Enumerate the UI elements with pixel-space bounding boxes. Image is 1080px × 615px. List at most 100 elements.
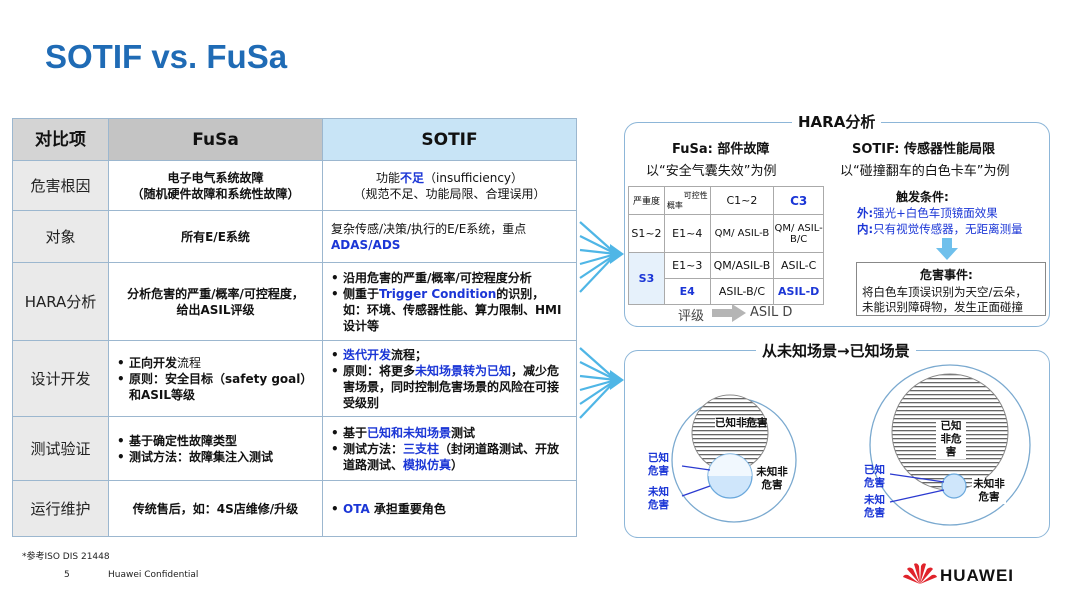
fusa-text: （随机硬件故障和系统性故障） [131,186,300,201]
right-unknown-nonhazard: 未知非危害 [972,478,1006,504]
fusa-text: 电子电气系统故障 [167,170,264,185]
table-row: 测试验证 基于确定性故障类型 测试方法：故障集注入测试 基于已知和未知场景测试 … [12,416,577,481]
right-known-nonhazard: 已知非危害 [936,420,966,459]
row-label: 对象 [12,210,109,263]
grid-cell: C3 [773,186,824,215]
sotif-text: （规范不足、功能局限、合理误用） [353,186,546,201]
hara-title: HARA分析 [792,111,882,132]
sotif-bullet: 沿用危害的严重/概率/可控程度分析 [331,270,568,286]
down-arrow-icon [936,238,958,260]
page-title: SOTIF vs. FuSa [45,38,288,75]
header-fusa: FuSa [108,118,323,161]
grid-cell: ASIL-C [773,252,824,279]
fusa-cell: 基于确定性故障类型 测试方法：故障集注入测试 [108,416,323,481]
sotif-bullet: 测试方法：三支柱（封闭道路测试、开放道路测试、模拟仿真） [331,441,568,473]
left-unknown-hazard: 未知危害 [648,486,669,511]
hazard-text: 未能识别障碍物，发生正面碰撞 [862,300,1023,314]
grid-cell: QM/ASIL-B [709,252,775,279]
hazard-title: 危害事件: [920,268,973,282]
trigger-title: 触发条件: [896,190,949,204]
header-sotif: SOTIF [322,118,577,161]
sotif-emphasis: ADAS/ADS [331,237,401,252]
grid-cell: C1~2 [709,186,775,215]
sotif-cell: 复杂传感/决策/执行的E/E系统，重点 ADAS/ADS [322,210,577,263]
fusa-text: 分析危害的严重/概率/可控程度， [127,286,304,301]
table-row: 设计开发 正向开发流程 原则：安全目标（safety goal）和ASIL等级 … [12,340,577,417]
comparison-table: 对比项 FuSa SOTIF 危害根因 电子电气系统故障 （随机硬件故障和系统性… [12,118,577,537]
fusa-text: 给出ASIL评级 [176,302,255,317]
grid-cell: ASIL-D [773,278,824,305]
sotif-cell: 沿用危害的严重/概率/可控程度分析 侧重于Trigger Condition的识… [322,262,577,341]
fusa-bullet: 正向开发流程 [117,355,314,371]
grid-row: E4 ASIL-B/C ASIL-D [629,278,824,305]
sotif-text: 功能 [375,170,400,185]
row-label: 设计开发 [12,340,109,417]
row-label: 测试验证 [12,416,109,481]
rating-arrow-icon [712,304,746,322]
fusa-text: 所有E/E系统 [108,210,323,263]
grid-row: 严重度 可控性 概率 C1~2 C3 [628,186,824,215]
scenario-title: 从未知场景→已知场景 [756,340,916,361]
huawei-wordmark: HUAWEI [940,566,1014,585]
left-unknown-nonhazard: 未知非危害 [756,466,788,491]
fusa-cell: 电子电气系统故障 （随机硬件故障和系统性故障） [108,160,323,211]
fusa-cell: 分析危害的严重/概率/可控程度， 给出ASIL评级 [108,262,323,341]
row-label: HARA分析 [12,262,109,341]
trigger-internal: 内:只有视觉传感器，无距离测量 [857,222,1023,236]
arrow-to-scenario-icon [579,347,624,419]
sotif-text: 复杂传感/决策/执行的E/E系统，重点 [331,221,527,236]
rating-value: ASIL D [750,305,793,320]
grid-cell: E1~4 [663,214,711,253]
grid-row: S3 E1~3 QM/ASIL-B ASIL-C [628,252,824,305]
sotif-cell: 功能不足（insufficiency） （规范不足、功能局限、合理误用） [322,160,577,211]
header-compare: 对比项 [12,118,109,161]
grid-corner2: 可控性 概率 [663,186,711,215]
grid-cell: E1~3 [663,252,711,279]
left-known-hazard: 已知危害 [648,452,669,477]
grid-cell: S3 [628,252,665,305]
sotif-cell: 基于已知和未知场景测试 测试方法：三支柱（封闭道路测试、开放道路测试、模拟仿真） [322,416,577,481]
grid-cell: E4 [663,278,711,305]
fusa-bullet: 基于确定性故障类型 [117,433,314,449]
sotif-cell: OTA 承担重要角色 [322,480,577,537]
fusa-bullet: 原则：安全目标（safety goal）和ASIL等级 [117,371,314,403]
sotif-cell: 迭代开发流程； 原则：将更多未知场景转为已知，减少危害场景，同时控制危害场景的风… [322,340,577,417]
grid-row: S1~2 E1~4 QM/ ASIL-B QM/ ASIL-B/C [628,214,824,253]
hazard-box [856,262,1046,316]
table-row: HARA分析 分析危害的严重/概率/可控程度， 给出ASIL评级 沿用危害的严重… [12,262,577,341]
table-row: 运行维护 传统售后，如：4S店维修/升级 OTA 承担重要角色 [12,480,577,537]
fusa-text: 传统售后，如：4S店维修/升级 [108,480,323,537]
sotif-emphasis: 不足 [399,170,424,185]
confidential-label: Huawei Confidential [108,570,199,580]
sotif-emphasis: Trigger Condition [379,286,497,301]
asil-grid: 严重度 可控性 概率 C1~2 C3 S1~2 E1~4 QM/ ASIL-B … [628,186,824,305]
grid-cell: S1~2 [628,214,665,253]
grid-cell: QM/ ASIL-B/C [773,214,824,253]
sotif-bullet: 基于已知和未知场景测试 [331,425,568,441]
sotif-bullet: 原则：将更多未知场景转为已知，减少危害场景，同时控制危害场景的风险在可接受级别 [331,363,568,411]
sotif-bullet: 侧重于Trigger Condition的识别，如：环境、传感器性能、算力限制、… [331,286,568,334]
fusa-bullet: 测试方法：故障集注入测试 [117,449,314,465]
fusa-cell: 正向开发流程 原则：安全目标（safety goal）和ASIL等级 [108,340,323,417]
row-label: 运行维护 [12,480,109,537]
trigger-external: 外:强光+白色车顶镜面效果 [857,206,998,220]
huawei-logo-icon [903,563,937,584]
row-label: 危害根因 [12,160,109,211]
arrow-to-hara-icon [579,221,624,293]
sotif-bullet: OTA 承担重要角色 [331,501,568,517]
table-row: 危害根因 电子电气系统故障 （随机硬件故障和系统性故障） 功能不足（insuff… [12,160,577,211]
footnote: *参考ISO DIS 21448 [22,552,110,562]
grid-cell: QM/ ASIL-B [709,214,775,253]
table-header-row: 对比项 FuSa SOTIF [12,118,577,161]
hara-fusa-example: 以“安全气囊失效”为例 [646,164,777,179]
hara-sotif-title: SOTIF: 传感器性能局限 [852,142,996,157]
hazard-text: 将白色车顶误识别为天空/云朵， [862,285,1027,299]
right-unknown-hazard: 未知危害 [864,494,885,519]
grid-corner: 严重度 [628,186,665,215]
left-known-nonhazard: 已知非危害 [715,417,768,430]
page-number: 5 [64,570,70,580]
scenario-right-unknown-hazard [941,473,967,499]
sotif-text: （insufficiency） [424,170,524,185]
right-known-hazard: 已知危害 [864,464,885,489]
table-row: 对象 所有E/E系统 复杂传感/决策/执行的E/E系统，重点 ADAS/ADS [12,210,577,263]
